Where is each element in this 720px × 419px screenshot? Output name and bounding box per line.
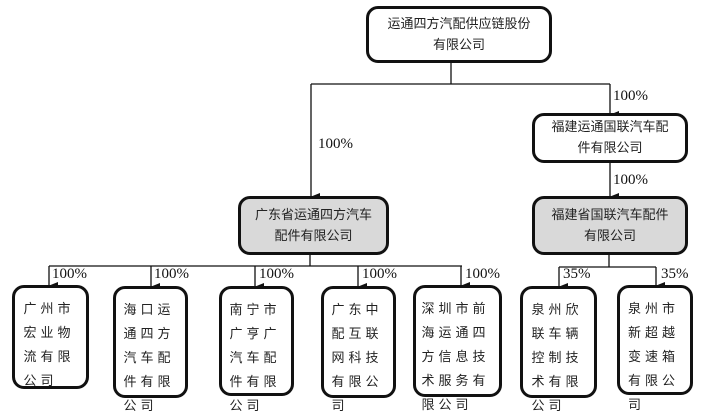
node-guangdong-yuntong: 广东省运通四方汽车配件有限公司 xyxy=(238,196,389,255)
pct-to-shenzhen: 100% xyxy=(465,266,500,282)
node-qz-xinlian-label: 泉州欣联车辆控制技术有限公司 xyxy=(531,303,583,414)
pct-to-qz-xinlian: 35% xyxy=(563,266,591,282)
pct-root-fujian-yuntong: 100% xyxy=(613,88,648,104)
node-shenzhen: 深圳市前海运通四方信息技术服务有限公司 xyxy=(413,285,502,413)
pct-to-gz-hongye: 100% xyxy=(52,266,87,282)
node-nanning-label: 南宁市广亨广汽车配件有限公司 xyxy=(229,303,281,414)
node-guangdong-yuntong-label: 广东省运通四方汽车配件有限公司 xyxy=(255,207,373,244)
node-fujian-yuntong: 福建运通国联汽车配件有限公司 xyxy=(532,113,688,163)
node-qz-xinchaoyue: 泉州市新超越变速箱有限公司 xyxy=(617,285,693,413)
connector-lines xyxy=(48,62,665,291)
pct-to-nanning: 100% xyxy=(259,266,294,282)
node-gd-zhongpei: 广东中配互联网科技有限公司 xyxy=(321,286,396,414)
node-shenzhen-label: 深圳市前海运通四方信息技术服务有限公司 xyxy=(421,302,490,413)
pct-fujian-yuntong-guolian: 100% xyxy=(613,172,648,188)
node-root-label: 运通四方汽配供应链股份有限公司 xyxy=(387,16,531,53)
node-nanning: 南宁市广亨广汽车配件有限公司 xyxy=(219,286,294,414)
node-haikou: 海口运通四方汽车配件有限公司 xyxy=(113,286,188,414)
node-gd-zhongpei-label: 广东中配互联网科技有限公司 xyxy=(331,303,383,414)
node-fujian-guolian-label: 福建省国联汽车配件有限公司 xyxy=(551,207,669,244)
node-gz-hongye-label: 广州市宏业物流有限公司 xyxy=(23,302,75,389)
pct-to-haikou: 100% xyxy=(154,266,189,282)
pct-to-gd-zhongpei: 100% xyxy=(362,266,397,282)
node-fujian-yuntong-label: 福建运通国联汽车配件有限公司 xyxy=(551,120,669,156)
node-gz-hongye: 广州市宏业物流有限公司 xyxy=(12,285,89,389)
node-root: 运通四方汽配供应链股份有限公司 xyxy=(366,6,552,63)
node-qz-xinlian: 泉州欣联车辆控制技术有限公司 xyxy=(520,286,597,414)
node-haikou-label: 海口运通四方汽车配件有限公司 xyxy=(123,303,175,414)
pct-root-guangdong: 100% xyxy=(318,136,353,152)
node-fujian-guolian: 福建省国联汽车配件有限公司 xyxy=(532,196,688,255)
node-qz-xinchaoyue-label: 泉州市新超越变速箱有限公司 xyxy=(628,302,680,413)
pct-to-qz-xinchaoyue: 35% xyxy=(661,266,689,282)
